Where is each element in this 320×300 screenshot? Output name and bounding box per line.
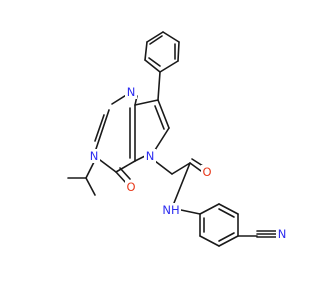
bond-aryl-ring-4 [218,235,239,247]
bond-phenyl-ring-1 [144,59,161,73]
atom-label-n5: N [146,149,155,163]
bond-phenyl-ring-6 [159,60,179,73]
atom-n-nitrile: N [276,227,288,241]
atom-label-nh: NH [162,203,179,217]
bond-aryl-nh-ipso [180,209,201,215]
atom-label-o4: O [126,180,135,194]
atom-o-amide: O [201,165,213,179]
bond-aryl-ring-d1 [218,208,235,218]
bond-pyrimidine-c2-n3 [95,109,110,150]
bond-phenyl-ring-3 [146,31,164,43]
atom-n3: N [88,149,100,163]
bond-phenyl-ring-d3 [148,57,161,67]
bond-amide-c-o [189,162,202,172]
molecule-structure-diagram: N N N O O NH N [67,31,288,247]
atom-label-layer: N N N O O NH N [88,85,288,241]
bond-phenyl-ring-4 [162,31,180,43]
bond-phenyl-ring-2 [144,41,148,61]
bond-pyrrole-c6-n5 [154,127,170,151]
bond-amide-c-nh [173,162,191,204]
bond-aryl-ring-5 [199,235,220,247]
bond-isopropyl-ch-me2 [85,177,96,196]
bond-pyrrole-c7-c6-double [154,105,165,130]
bond-aryl-ring-d2 [218,232,235,242]
atom-label-n-nitrile: N [278,227,287,241]
bond-pyrimidine-c4-c4a [115,160,136,173]
atom-label-n1: N [127,85,136,99]
bond-linker-n5-ch2 [154,160,173,175]
bond-isopropyl-n3-ch [85,161,95,179]
bond-linker-ch2-co [171,162,191,175]
atom-n5: N [144,149,156,163]
bond-pyrrole-c7a-c7 [134,99,159,106]
atom-o4-carbonyl: O [125,180,137,194]
bond-carbonyl-c4-o-double [119,167,131,180]
bond-pyrrole-c7-c6 [157,99,170,129]
atom-label-n3: N [90,149,99,163]
bond-phenyl-ring-5 [177,41,180,62]
atom-nh-amide: NH [161,203,181,217]
bond-phenyl-ring-d1 [149,35,163,45]
atom-n1: N [125,85,137,99]
bond-aryl-ring-2 [218,203,239,215]
bond-pyrimidine-n3-c4 [99,159,117,173]
bond-amide-c-o-double [191,158,204,167]
bond-pyrimidine-n3-c2-inner [94,114,105,142]
bond-pyrrole-n5-c4a [134,155,146,162]
bond-aryl-ring-1 [199,203,220,215]
bond-phenyl-c7-ipso [157,71,161,101]
atom-label-o-amide: O [202,165,211,179]
